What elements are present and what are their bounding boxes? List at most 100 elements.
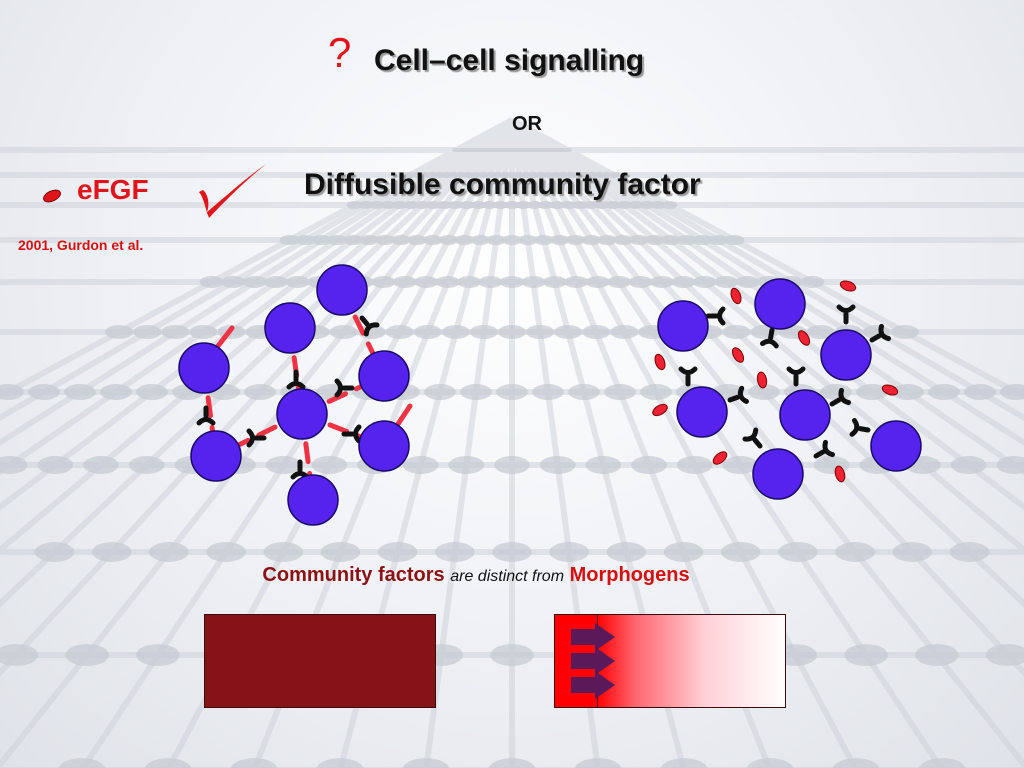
grid-dot: [413, 325, 442, 339]
grid-line: [510, 117, 1024, 446]
cell: [754, 278, 806, 330]
cell: [190, 430, 242, 482]
grid-dot: [221, 275, 246, 289]
receptor-icon: [678, 366, 698, 387]
grid-dot: [413, 200, 431, 210]
grid-dot: [91, 542, 132, 562]
community-factor-molecule: [652, 403, 668, 417]
grid-dot: [320, 542, 361, 562]
grid-dot: [778, 542, 818, 562]
grid-dot: [230, 758, 278, 768]
alternative-title: Diffusible community factor: [304, 168, 701, 201]
page-title: Cell–cell signalling: [374, 44, 645, 77]
grid-dot: [676, 456, 713, 474]
grid-line: [0, 117, 514, 422]
arrow-icon: [571, 647, 615, 675]
grid-dot: [521, 275, 546, 289]
grid-dot: [425, 200, 442, 210]
grid-dot: [486, 234, 507, 246]
grid-dot: [422, 234, 443, 246]
grid-dot: [189, 325, 218, 339]
cell: [178, 342, 230, 394]
grid-line: [0, 117, 514, 446]
grid-dot: [806, 325, 835, 339]
cell: [358, 420, 410, 472]
grid-dot: [1000, 384, 1024, 400]
grid-dot: [144, 758, 192, 768]
grid-dot: [549, 234, 570, 246]
grid-dot: [100, 384, 132, 400]
grid-dot: [460, 384, 492, 400]
grid-dot: [83, 456, 119, 474]
grid-dot: [406, 234, 427, 246]
receptor-icon: [742, 427, 763, 449]
cell: [870, 420, 922, 472]
arrow-icon: [571, 623, 615, 651]
community-factor-molecule: [731, 347, 745, 363]
grid-dot: [0, 384, 24, 400]
community-factor-molecule: [797, 330, 811, 346]
grid-dot: [329, 325, 358, 339]
grid-dot: [441, 325, 470, 339]
receptor-icon: [760, 327, 779, 349]
grid-dot: [438, 234, 459, 246]
grid-dot: [128, 456, 165, 474]
morphogens-label: Morphogens: [569, 564, 690, 586]
receptor-icon: [246, 428, 267, 448]
or-label: OR: [512, 113, 542, 135]
grid-dot: [661, 200, 678, 210]
community-factor-molecule: [730, 287, 742, 305]
grid-dot: [498, 325, 526, 339]
grid-dot: [242, 275, 267, 289]
grid-dot: [627, 200, 644, 210]
grid-dot: [392, 275, 417, 289]
grid-dot: [0, 456, 28, 474]
grid-dot: [264, 275, 289, 289]
cell: [779, 389, 831, 441]
community-factors-label: Community factors: [262, 564, 445, 586]
grid-dot: [844, 644, 888, 666]
grid-dot: [161, 325, 190, 339]
grid-dot: [644, 234, 666, 246]
grid-dot: [34, 542, 75, 562]
comparison-caption: Community factors are distinct from Morp…: [0, 564, 988, 587]
grid-dot: [327, 234, 348, 246]
grid-dot: [371, 275, 396, 289]
grid-dot: [377, 542, 418, 562]
grid-dot: [564, 275, 589, 289]
grid-line: [510, 117, 1024, 422]
contact-link: [395, 403, 413, 427]
grid-dot: [436, 200, 453, 210]
grid-dot: [458, 200, 476, 210]
grid-dot: [638, 200, 656, 210]
grid-dot: [660, 758, 708, 768]
grid-dot: [133, 325, 162, 339]
grid-dot: [136, 384, 168, 400]
grid-dot: [539, 456, 576, 474]
grid-dot: [692, 234, 713, 246]
grid-dot: [928, 384, 960, 400]
grid-dot: [434, 542, 475, 562]
grid-dot: [503, 200, 521, 210]
receptor-icon: [359, 315, 380, 337]
contact-link: [215, 325, 235, 349]
grid-dot: [568, 384, 600, 400]
grid-dot: [478, 275, 503, 289]
grid-dot: [985, 644, 1024, 666]
grid-dot: [892, 384, 924, 400]
morphogen-gradient-box: [554, 614, 786, 708]
grid-dot: [628, 275, 653, 289]
cell: [752, 448, 804, 500]
grid-dot: [380, 200, 397, 210]
grid-dot: [311, 456, 348, 474]
receptor-icon: [813, 439, 835, 459]
grid-dot: [606, 542, 647, 562]
grid-dot: [835, 542, 875, 562]
grid-dot: [565, 234, 586, 246]
grid-dot: [640, 384, 672, 400]
grid-dot: [708, 234, 729, 246]
receptor-icon: [869, 323, 891, 343]
grid-dot: [548, 200, 566, 210]
